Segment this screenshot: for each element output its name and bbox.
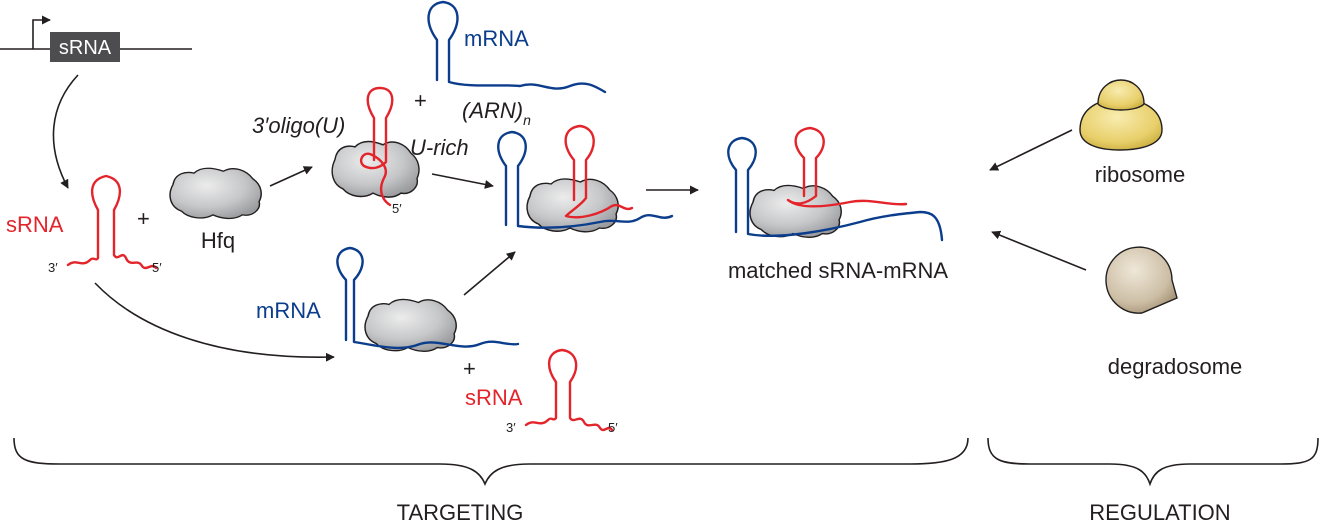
arrow-lower-to-ternary [463, 251, 516, 296]
arrow-lower-path [94, 282, 335, 362]
srna-strand [66, 174, 158, 270]
srna-3prime-label: 3′ [48, 260, 58, 275]
gene-label: sRNA [59, 37, 112, 59]
arrow-ribosome [989, 129, 1073, 171]
transcription-arrow [52, 74, 79, 189]
oligo-u-label: 3′oligo(U) [252, 113, 345, 138]
ternary-complex [497, 124, 674, 233]
mrna-top: mRNA (ARN)n [427, 0, 607, 128]
ribosome-label: ribosome [1095, 162, 1185, 187]
arn-label: (ARN)n [462, 98, 531, 128]
ternary-srna-strand [564, 124, 634, 219]
srna-bottom-3prime-label: 3′ [506, 420, 516, 435]
matched-srna-strand [786, 126, 908, 208]
hfq-5prime-label: 5′ [392, 201, 402, 216]
srna-free-label: sRNA [6, 212, 64, 237]
ribosome: ribosome [1079, 79, 1185, 187]
degradosome-pacman-icon [1105, 246, 1178, 314]
degradosome-label: degradosome [1108, 354, 1243, 379]
matched-label: matched sRNA-mRNA [728, 258, 948, 283]
matched-mrna-strand [727, 136, 944, 242]
hfq-mrna-complex: mRNA [256, 246, 520, 353]
free-srna: sRNA 3′ 5′ [6, 174, 162, 275]
plus-bottom: + [463, 356, 476, 381]
ternary-mrna-strand [497, 130, 674, 229]
hfq-label: Hfq [201, 228, 235, 253]
arrow-to-ternary [431, 173, 494, 189]
arrow-degradosome [991, 230, 1087, 271]
srna-bottom-strand [524, 348, 614, 432]
mrna-top-label: mRNA [464, 26, 529, 51]
ribosome-small-subunit-icon [1097, 79, 1145, 111]
promoter-arrow-icon [32, 15, 51, 49]
bound-srna-strand [359, 86, 394, 207]
mrna-bottom-label: mRNA [256, 298, 321, 323]
hfq-srna-complex: 3′oligo(U) + U-rich 5′ [252, 86, 469, 216]
targeting-label: TARGETING [397, 500, 524, 525]
gene-box [50, 32, 120, 62]
arrow-binding [269, 166, 313, 187]
hfq-mrna-strand [336, 246, 520, 350]
plus-sign: + [137, 206, 150, 231]
plus-top: + [414, 88, 427, 113]
srna-bottom-5prime-label: 5′ [608, 420, 618, 435]
targeting-brace [13, 437, 969, 487]
srna-gene: sRNA [0, 15, 192, 62]
srna-5prime-label: 5′ [152, 260, 162, 275]
srna-bottom-label: sRNA [465, 385, 523, 410]
matched-complex: matched sRNA-mRNA [727, 126, 948, 283]
mrna-top-strand [427, 0, 607, 94]
regulation-brace [987, 437, 1319, 487]
hfq-protein: Hfq [169, 167, 262, 253]
srna-bottom: sRNA 3′ 5′ [465, 348, 618, 435]
degradosome: degradosome [1105, 246, 1243, 379]
regulation-label: REGULATION [1089, 500, 1230, 525]
u-rich-label: U-rich [410, 135, 469, 160]
